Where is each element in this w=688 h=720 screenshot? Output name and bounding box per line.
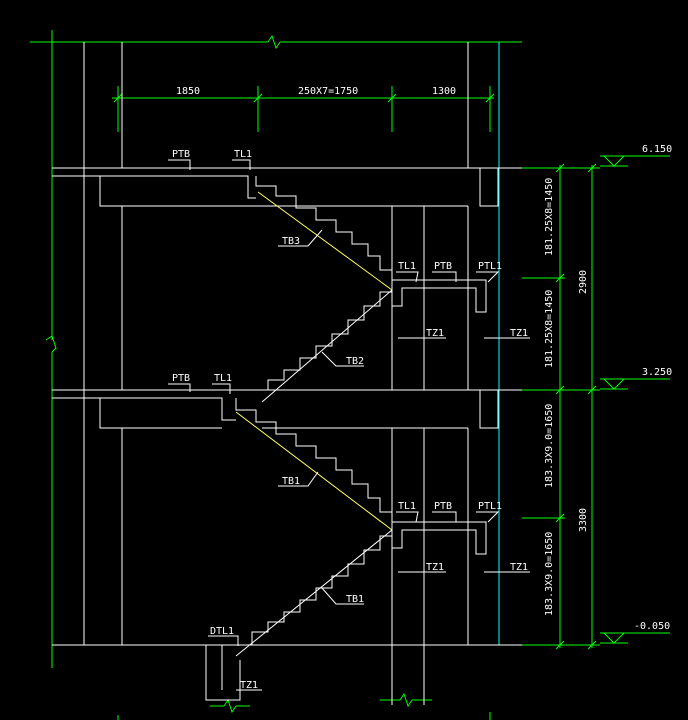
dim-right-lower-a: 183.3X9.0=1650 (544, 404, 555, 488)
flight-tb2-steps (267, 291, 392, 390)
elevation-bottom: -0.050 (634, 621, 670, 632)
stair-flights (235, 176, 393, 645)
label-tl1-upper-mid: TL1 (398, 261, 416, 272)
elevation-mid: 3.250 (642, 367, 672, 378)
label-tl1-lower-mid: TL1 (398, 501, 416, 512)
elevation-top: 6.150 (642, 144, 672, 155)
label-ptl1-upper: PTL1 (478, 261, 502, 272)
dim-right-lower-b: 183.3X9.0=1650 (544, 532, 555, 616)
label-ptb-upper: PTB (172, 149, 190, 160)
label-ptb-lower-mid: PTB (434, 501, 452, 512)
flight-tb1-lower-steps (251, 535, 392, 645)
label-tl1-upper: TL1 (234, 149, 252, 160)
label-ptb-upper-mid: PTB (434, 261, 452, 272)
dim-right-upper-a: 181.25X8=1450 (544, 178, 555, 256)
label-tb3: TB3 (282, 236, 300, 247)
structure-lines (52, 42, 522, 705)
label-tb1-lower: TB1 (346, 594, 364, 605)
flight-tb3-steps (255, 176, 393, 280)
label-tb1-upper: TB1 (282, 476, 300, 487)
label-tz1-upper-left: TZ1 (426, 328, 444, 339)
elevation-texts: 6.150 3.250 -0.050 (634, 144, 672, 632)
dim-right-lower-total: 3300 (578, 508, 589, 532)
label-tz1-upper-right: TZ1 (510, 328, 528, 339)
dim-right-upper-total: 2900 (578, 270, 589, 294)
dimension-lines (30, 30, 670, 720)
label-dtl1: DTL1 (210, 626, 234, 637)
label-tb2: TB2 (346, 356, 364, 367)
label-ptl1-lower: PTL1 (478, 501, 502, 512)
dim-top-right: 1300 (432, 86, 456, 97)
label-tl1-mid: TL1 (214, 373, 232, 384)
label-tz1-lower-left: TZ1 (426, 562, 444, 573)
dimension-texts: 1850 250X7=1750 1300 181.25X8=1450 181.2… (176, 86, 589, 616)
label-tz1-lower-right: TZ1 (510, 562, 528, 573)
stair-slopes (235, 191, 393, 657)
flight-tb1-upper-steps (235, 398, 393, 522)
label-ptb-mid: PTB (172, 373, 190, 384)
member-labels: PTB TL1 TB3 TL1 PTB PTL1 TZ1 TZ1 TB2 PTB… (172, 149, 528, 691)
dim-right-upper-b: 181.25X8=1450 (544, 290, 555, 368)
leader-lines (168, 159, 530, 691)
label-tz1-bottom: TZ1 (240, 680, 258, 691)
dim-top-left: 1850 (176, 86, 200, 97)
dim-top-middle: 250X7=1750 (298, 86, 358, 97)
